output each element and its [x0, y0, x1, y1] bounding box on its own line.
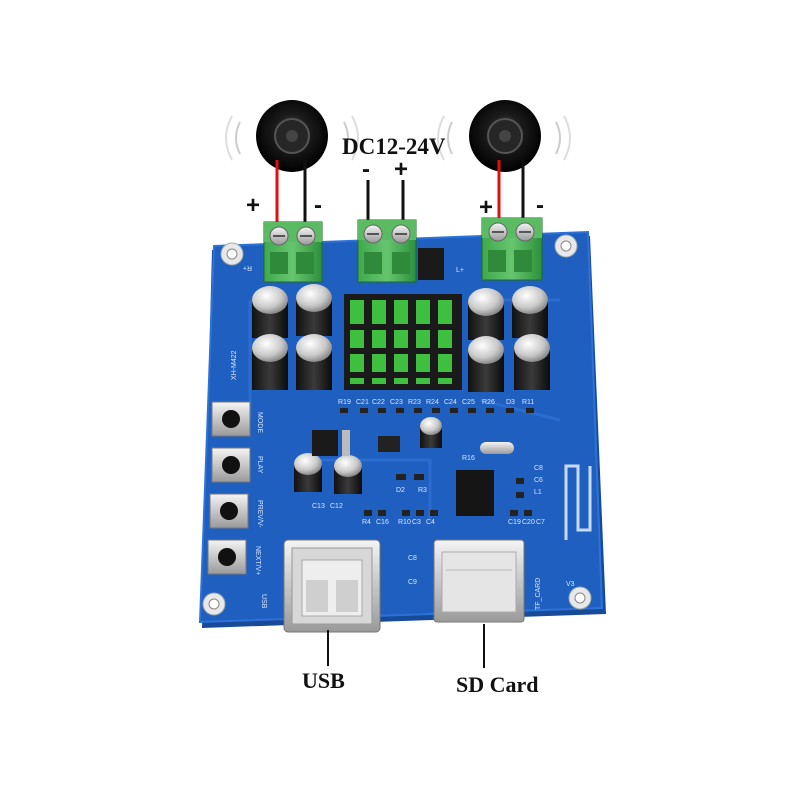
- ref-label: R24: [426, 399, 439, 406]
- ref-label: C21: [356, 399, 369, 406]
- ref-label: C23: [390, 399, 403, 406]
- ref-label: R19: [338, 399, 351, 406]
- speaker-left-icon: [437, 100, 571, 172]
- ref-label: C16: [376, 519, 389, 526]
- speaker-right-icon: [225, 100, 359, 172]
- ref-label: R11: [522, 399, 534, 406]
- ref-label: L1: [534, 489, 542, 496]
- ref-label: R23: [408, 399, 421, 406]
- ref-label: C25: [462, 399, 475, 406]
- ref-label: C9: [408, 579, 417, 586]
- power-plus-sign: +: [394, 156, 409, 183]
- power-label: DC12-24V: [342, 134, 446, 159]
- silk-prev: PREV/V-: [256, 500, 263, 528]
- usb-port: [283, 539, 381, 633]
- smd-components: [312, 408, 534, 516]
- push-buttons: [207, 401, 251, 575]
- ref-label: C12: [330, 503, 343, 510]
- ref-label: R4: [362, 519, 371, 526]
- silk-r-plus: R+: [243, 264, 252, 271]
- silk-next: NEXT/V+: [254, 546, 261, 575]
- tf-card-slot: [433, 539, 525, 623]
- terminal-left-channel: [481, 217, 543, 281]
- silk-tf-card: TF_CARD: [535, 578, 542, 610]
- ref-label: R16: [462, 455, 475, 462]
- terminal-power: [357, 219, 444, 283]
- silk-ref-mid: C13 C12 R4 C16 R10 C3 C4 C19 C20 C7 D2 R…: [312, 455, 545, 586]
- right-minus-sign: -: [314, 192, 322, 219]
- silk-usb: USB: [260, 594, 267, 609]
- silk-mode: MODE: [256, 412, 263, 433]
- ref-label: C4: [426, 519, 435, 526]
- speaker-wires: [275, 160, 525, 228]
- ref-label: C19: [508, 519, 521, 526]
- usb-label: USB: [302, 668, 345, 693]
- power-minus-sign: -: [362, 156, 370, 183]
- ref-label: C7: [536, 519, 545, 526]
- ref-label: R26: [482, 399, 495, 406]
- ref-label: C22: [372, 399, 385, 406]
- capacitors: [252, 284, 550, 494]
- right-plus-sign: +: [246, 192, 261, 219]
- silk-version: V3: [566, 581, 575, 588]
- heatsink: [344, 294, 462, 390]
- silk-l-plus: L+: [456, 267, 464, 274]
- ref-label: C20: [522, 519, 535, 526]
- ref-label: D2: [396, 487, 405, 494]
- ref-label: R10: [398, 519, 411, 526]
- terminal-right-channel: [263, 221, 323, 283]
- ref-label: C13: [312, 503, 325, 510]
- ref-label: C8: [408, 555, 417, 562]
- silk-ref-top: R19 C21 C22 C23 R23 R24 C24 C25 R26 D3 R…: [338, 399, 534, 406]
- ref-label: C6: [534, 477, 543, 484]
- left-minus-sign: -: [536, 192, 544, 219]
- silk-play: PLAY: [256, 456, 263, 474]
- left-plus-sign: +: [479, 194, 494, 221]
- ref-label: D3: [506, 399, 515, 406]
- ref-label: C8: [534, 465, 543, 472]
- sd-card-label: SD Card: [456, 672, 539, 697]
- antenna-trace: [564, 464, 592, 540]
- ref-label: C24: [444, 399, 457, 406]
- mounting-holes: [202, 234, 592, 616]
- silk-model: XH-M422: [231, 350, 238, 380]
- ref-label: R3: [418, 487, 427, 494]
- ref-label: C3: [412, 519, 421, 526]
